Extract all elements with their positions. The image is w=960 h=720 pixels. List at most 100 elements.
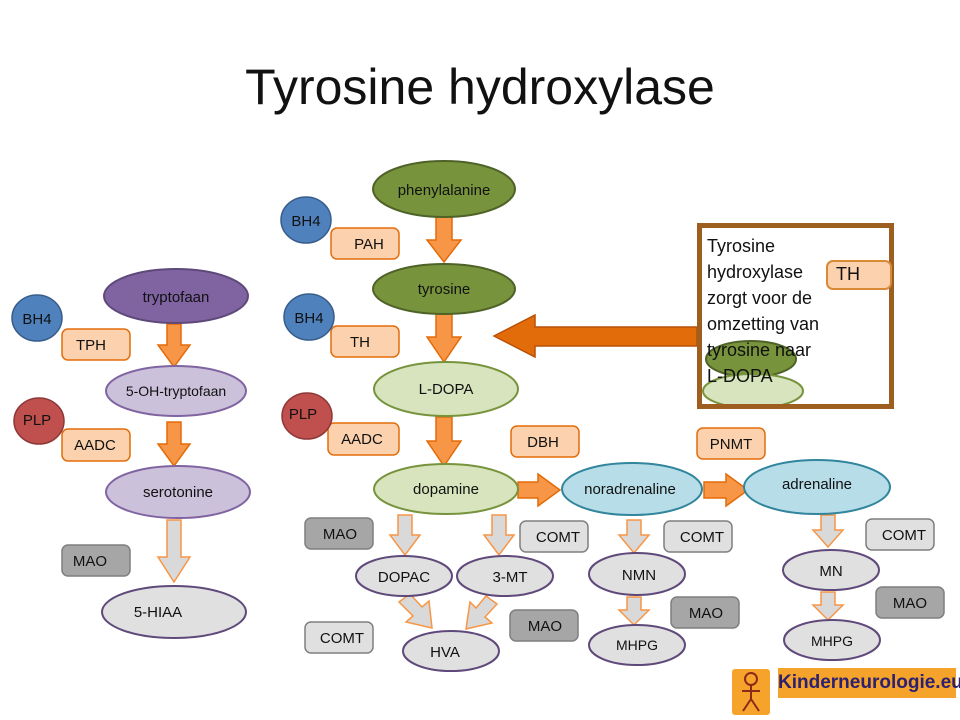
callout-th-badge: TH bbox=[826, 260, 892, 290]
node-tyrosine-label: tyrosine bbox=[418, 281, 471, 298]
node-5oh-tryptofaan-shape bbox=[105, 365, 247, 417]
callout-box bbox=[697, 223, 894, 409]
cofactor-bh4-tph-label: BH4 bbox=[22, 311, 51, 328]
enzyme-tph-box bbox=[61, 328, 131, 361]
enzyme-pah-box bbox=[330, 227, 400, 260]
node-5oh-tryptofaan-label: 5-OH-tryptofaan bbox=[126, 383, 226, 399]
node-ldopa-shape bbox=[373, 361, 519, 417]
node-serotonine-label: serotonine bbox=[143, 484, 213, 501]
enzyme-mao-hva-box bbox=[509, 609, 579, 642]
callout-line-6: L-DOPA bbox=[707, 366, 773, 386]
node-noradrenaline-shape bbox=[561, 462, 703, 516]
node-adrenaline-label: adrenaline bbox=[782, 476, 852, 493]
enzyme-th-label: TH bbox=[350, 334, 370, 351]
enzyme-mao-dopac-box bbox=[304, 517, 374, 550]
node-nmn-shape bbox=[588, 552, 686, 596]
node-mn-shape bbox=[782, 549, 880, 591]
callout-line-1: Tyrosine bbox=[707, 236, 776, 256]
node-adrenaline-shape bbox=[743, 459, 891, 515]
node-hva-label: HVA bbox=[430, 644, 460, 661]
enzyme-mao-mhpg2-box bbox=[875, 586, 945, 619]
enzyme-dbh-label: DBH bbox=[527, 434, 559, 451]
node-5hiaa-shape bbox=[101, 585, 247, 639]
logo-figure-icon bbox=[732, 669, 770, 715]
cofactor-bh4-th-label: BH4 bbox=[294, 310, 323, 327]
enzyme-mao-left-box bbox=[61, 544, 131, 577]
node-hva-shape bbox=[402, 630, 500, 672]
enzyme-mao-mhpg1-box bbox=[670, 596, 740, 629]
callout-line-5: tyrosine naar bbox=[707, 340, 812, 360]
arrow-dopamine-to-dopac bbox=[388, 514, 422, 557]
callout-line-4: omzetting van bbox=[707, 314, 820, 334]
enzyme-comt-hva-label: COMT bbox=[320, 630, 364, 647]
arrow-dopamine-to-noradrenaline bbox=[517, 472, 562, 508]
cofactor-plp-aadc-left-shape bbox=[13, 397, 65, 445]
arrow-phenylalanine-to-tyrosine bbox=[425, 216, 463, 264]
enzyme-th-box bbox=[330, 325, 400, 358]
cofactor-bh4-th-shape bbox=[283, 293, 335, 341]
arrow-ldopa-to-dopamine bbox=[425, 416, 463, 468]
enzyme-mao-mhpg1-label: MAO bbox=[689, 605, 723, 622]
node-mhpg2-shape bbox=[783, 619, 881, 661]
callout-th-label: TH bbox=[836, 264, 860, 284]
enzyme-comt-3mt-label: COMT bbox=[536, 529, 580, 546]
cofactor-plp-aadc-left-label: PLP bbox=[23, 412, 51, 429]
node-mhpg1-shape bbox=[588, 624, 686, 666]
arrow-adrenaline-to-mn bbox=[811, 514, 845, 549]
node-3mt-shape bbox=[456, 555, 554, 597]
node-5hiaa-label: 5-HIAA bbox=[134, 604, 182, 621]
callout-line-3: zorgt voor de bbox=[707, 288, 813, 308]
cofactor-bh4-pah-label: BH4 bbox=[291, 213, 320, 230]
node-phenylalanine-label: phenylalanine bbox=[398, 182, 491, 199]
logo-text: Kinderneurologie.eu bbox=[778, 668, 960, 698]
callout-text: Tyrosine hydroxylase zorgt voor de omzet… bbox=[707, 233, 892, 389]
node-mhpg1-label: MHPG bbox=[616, 637, 658, 653]
node-mhpg2-label: MHPG bbox=[811, 633, 853, 649]
node-mn-label: MN bbox=[819, 563, 842, 580]
slide-title: Tyrosine hydroxylase bbox=[245, 59, 715, 115]
node-dopamine-shape bbox=[373, 463, 519, 515]
node-ldopa-label: L-DOPA bbox=[419, 381, 474, 398]
arrow-noradrenaline-to-nmn bbox=[617, 519, 651, 555]
arrow-tryptofaan-to-5oh bbox=[156, 323, 192, 369]
enzyme-comt-mn-box bbox=[865, 518, 935, 551]
node-phenylalanine-shape bbox=[372, 160, 516, 218]
node-dopac-label: DOPAC bbox=[378, 569, 430, 586]
callout-line-2: hydroxylase bbox=[707, 262, 804, 282]
enzyme-pnmt-label: PNMT bbox=[710, 436, 753, 453]
node-noradrenaline-label: noradrenaline bbox=[584, 481, 676, 498]
arrow-dopac-to-hva bbox=[397, 593, 433, 629]
enzyme-dbh-box bbox=[510, 425, 580, 458]
node-tryptofaan-shape bbox=[103, 268, 249, 324]
enzyme-tph-label: TPH bbox=[76, 337, 106, 354]
arrow-serotonine-to-5hiaa bbox=[156, 519, 192, 584]
arrow-noradrenaline-to-adrenaline bbox=[703, 472, 750, 508]
node-tryptofaan-label: tryptofaan bbox=[143, 289, 210, 306]
enzyme-comt-mn-label: COMT bbox=[882, 527, 926, 544]
node-tyrosine-shape bbox=[372, 263, 516, 315]
enzyme-aadc-box bbox=[327, 422, 400, 456]
enzyme-aadc-label: AADC bbox=[341, 431, 383, 448]
arrow-dopamine-to-3mt bbox=[482, 514, 516, 557]
node-3mt-label: 3-MT bbox=[493, 569, 528, 586]
cofactor-plp-aadc-shape bbox=[281, 392, 333, 440]
enzyme-comt-hva-box bbox=[304, 621, 374, 654]
enzyme-comt-3mt-box bbox=[519, 520, 589, 553]
enzyme-comt-nmn-label: COMT bbox=[680, 529, 724, 546]
enzyme-mao-dopac-label: MAO bbox=[323, 526, 357, 543]
arrow-3mt-to-hva bbox=[465, 594, 499, 630]
cofactor-bh4-pah-shape bbox=[280, 196, 332, 244]
enzyme-pah-label: PAH bbox=[354, 236, 384, 253]
cofactor-plp-aadc-label: PLP bbox=[289, 406, 317, 423]
enzyme-pnmt-box bbox=[696, 427, 766, 460]
enzyme-comt-nmn-box bbox=[663, 520, 733, 553]
arrow-mn-to-mhpg bbox=[811, 591, 845, 622]
cofactor-bh4-tph-shape bbox=[11, 294, 63, 342]
arrow-tyrosine-to-ldopa bbox=[425, 312, 463, 364]
enzyme-aadc-left-box bbox=[61, 428, 131, 462]
enzyme-aadc-left-label: AADC bbox=[74, 437, 116, 454]
enzyme-mao-mhpg2-label: MAO bbox=[893, 595, 927, 612]
node-nmn-label: NMN bbox=[622, 567, 656, 584]
arrow-5oh-to-serotonine bbox=[156, 421, 192, 468]
